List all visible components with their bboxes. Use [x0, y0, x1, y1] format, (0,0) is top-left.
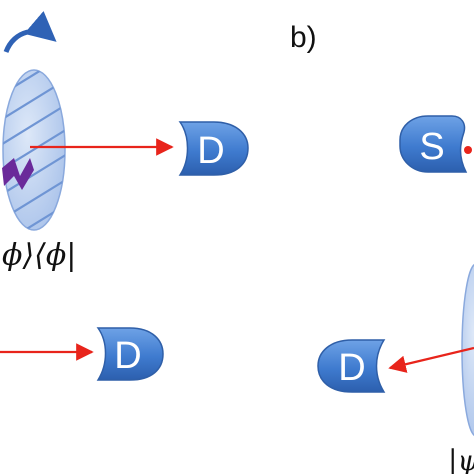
source-label: S — [419, 126, 444, 168]
purple-chevron-icon — [2, 158, 34, 190]
projector-filter — [2, 69, 66, 231]
rotation-arrow-icon — [3, 11, 57, 54]
detector-lower-left-label: D — [114, 335, 141, 377]
detector-lower-right: D — [317, 339, 386, 393]
detector-lower-left: D — [96, 327, 164, 381]
projector-label: ϕ⟩⟨ϕ| — [2, 238, 76, 273]
beam-to-lower-right-detector — [388, 346, 474, 373]
source-beam-start — [464, 146, 472, 154]
detector-lower-right-label: D — [338, 347, 365, 389]
partial-ket-label: |ψ — [448, 444, 474, 474]
detector-upper-left: D — [178, 121, 249, 176]
source: S — [399, 115, 468, 173]
panel-b-label: b) — [290, 21, 317, 54]
detector-upper-left-label: D — [197, 130, 224, 172]
